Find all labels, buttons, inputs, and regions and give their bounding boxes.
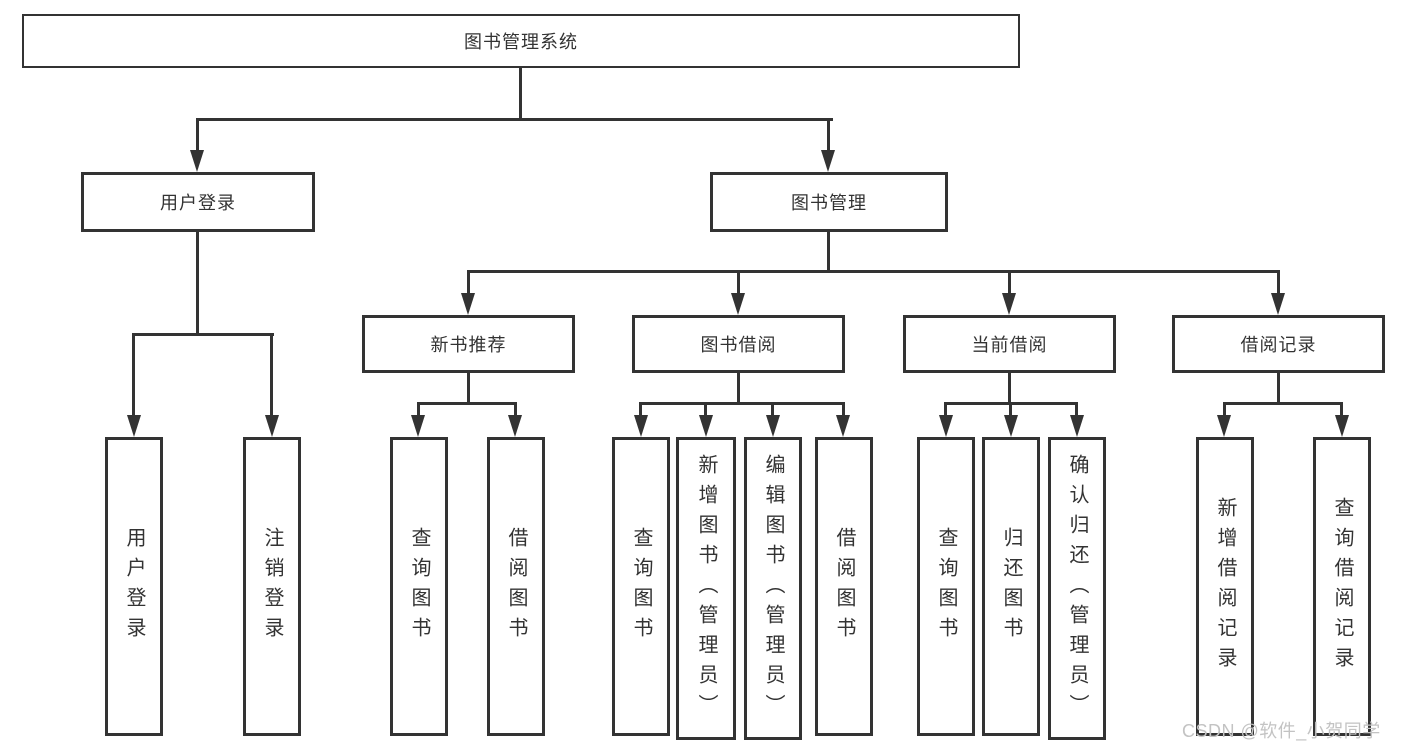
connector-line bbox=[639, 402, 845, 405]
leaf-logout: 注销登录 bbox=[243, 437, 301, 736]
node-label: 归还图书 bbox=[1000, 526, 1022, 647]
connector-line bbox=[1277, 270, 1280, 296]
connector-line bbox=[1340, 402, 1343, 418]
arrowhead-down-icon bbox=[634, 415, 648, 437]
connector-line bbox=[519, 66, 522, 120]
node-label: 新增图书（管理员） bbox=[695, 453, 717, 724]
connector-line bbox=[944, 402, 947, 418]
arrowhead-down-icon bbox=[1335, 415, 1349, 437]
leaf-borrow-books-borrowing: 借阅图书 bbox=[815, 437, 873, 736]
connector-line bbox=[417, 402, 420, 418]
leaf-query-books-borrowing: 查询图书 bbox=[612, 437, 670, 736]
leaf-edit-book-admin: 编辑图书（管理员） bbox=[744, 437, 802, 740]
arrowhead-down-icon bbox=[1271, 293, 1285, 315]
node-book-borrowing: 图书借阅 bbox=[632, 315, 845, 373]
node-label: 当前借阅 bbox=[971, 335, 1048, 355]
leaf-return-books: 归还图书 bbox=[982, 437, 1040, 736]
arrowhead-down-icon bbox=[1004, 415, 1018, 437]
leaf-query-borrow-record: 查询借阅记录 bbox=[1313, 437, 1371, 736]
connector-line bbox=[270, 333, 273, 419]
arrowhead-down-icon bbox=[836, 415, 850, 437]
node-label: 用户登录 bbox=[160, 193, 236, 213]
arrowhead-down-icon bbox=[127, 415, 141, 437]
connector-line bbox=[1075, 402, 1078, 418]
connector-line bbox=[737, 371, 740, 405]
connector-line bbox=[196, 230, 199, 336]
connector-line bbox=[1009, 402, 1012, 418]
node-label: 确认归还（管理员） bbox=[1066, 453, 1088, 724]
node-label: 用户登录 bbox=[123, 526, 145, 647]
connector-line bbox=[1008, 371, 1011, 405]
node-current-borrowing: 当前借阅 bbox=[903, 315, 1116, 373]
leaf-user-login: 用户登录 bbox=[105, 437, 163, 736]
leaf-confirm-return-admin: 确认归还（管理员） bbox=[1048, 437, 1106, 740]
leaf-add-book-admin: 新增图书（管理员） bbox=[676, 437, 736, 740]
leaf-borrow-books-recommend: 借阅图书 bbox=[487, 437, 545, 736]
connector-line bbox=[196, 118, 199, 154]
node-book-management: 图书管理 bbox=[710, 172, 948, 232]
node-label: 图书管理 bbox=[791, 193, 867, 213]
connector-line bbox=[737, 270, 740, 296]
connector-line bbox=[514, 402, 517, 418]
node-label: 查询图书 bbox=[408, 526, 430, 647]
arrowhead-down-icon bbox=[190, 150, 204, 172]
leaf-query-books-recommend: 查询图书 bbox=[390, 437, 448, 736]
connector-line bbox=[827, 230, 830, 272]
arrowhead-down-icon bbox=[265, 415, 279, 437]
arrowhead-down-icon bbox=[821, 150, 835, 172]
node-library-management-system: 图书管理系统 bbox=[22, 14, 1020, 68]
arrowhead-down-icon bbox=[1002, 293, 1016, 315]
node-label: 图书管理系统 bbox=[464, 32, 578, 52]
arrowhead-down-icon bbox=[731, 293, 745, 315]
arrowhead-down-icon bbox=[699, 415, 713, 437]
connector-line bbox=[771, 402, 774, 418]
node-label: 查询图书 bbox=[935, 526, 957, 647]
arrowhead-down-icon bbox=[1217, 415, 1231, 437]
node-label: 查询图书 bbox=[630, 526, 652, 647]
connector-line bbox=[1223, 402, 1226, 418]
node-label: 注销登录 bbox=[261, 526, 283, 647]
connector-line bbox=[1277, 371, 1280, 405]
connector-line bbox=[467, 270, 1280, 273]
connector-line bbox=[639, 402, 642, 418]
node-label: 新书推荐 bbox=[430, 335, 507, 355]
node-label: 借阅记录 bbox=[1240, 335, 1317, 355]
arrowhead-down-icon bbox=[766, 415, 780, 437]
node-borrow-records: 借阅记录 bbox=[1172, 315, 1385, 373]
node-label: 查询借阅记录 bbox=[1331, 496, 1353, 677]
node-label: 新增借阅记录 bbox=[1214, 496, 1236, 677]
csdn-watermark: CSDN @软件_小贺同学 bbox=[1182, 721, 1381, 741]
node-user-login: 用户登录 bbox=[81, 172, 315, 232]
node-label: 编辑图书（管理员） bbox=[762, 453, 784, 724]
arrowhead-down-icon bbox=[1070, 415, 1084, 437]
node-new-book-recommend: 新书推荐 bbox=[362, 315, 575, 373]
node-label: 借阅图书 bbox=[833, 526, 855, 647]
connector-line bbox=[417, 402, 517, 405]
connector-line bbox=[132, 333, 135, 419]
leaf-add-borrow-record: 新增借阅记录 bbox=[1196, 437, 1254, 736]
arrowhead-down-icon bbox=[508, 415, 522, 437]
connector-line bbox=[196, 118, 833, 121]
connector-line bbox=[704, 402, 707, 418]
arrowhead-down-icon bbox=[939, 415, 953, 437]
connector-line bbox=[842, 402, 845, 418]
node-label: 图书借阅 bbox=[700, 335, 777, 355]
arrowhead-down-icon bbox=[461, 293, 475, 315]
connector-line bbox=[467, 270, 470, 296]
arrowhead-down-icon bbox=[411, 415, 425, 437]
node-label: 借阅图书 bbox=[505, 526, 527, 647]
leaf-query-books-current: 查询图书 bbox=[917, 437, 975, 736]
connector-line bbox=[132, 333, 274, 336]
connector-line bbox=[827, 118, 830, 154]
connector-line bbox=[1223, 402, 1343, 405]
connector-line bbox=[1008, 270, 1011, 296]
connector-line bbox=[467, 371, 470, 405]
